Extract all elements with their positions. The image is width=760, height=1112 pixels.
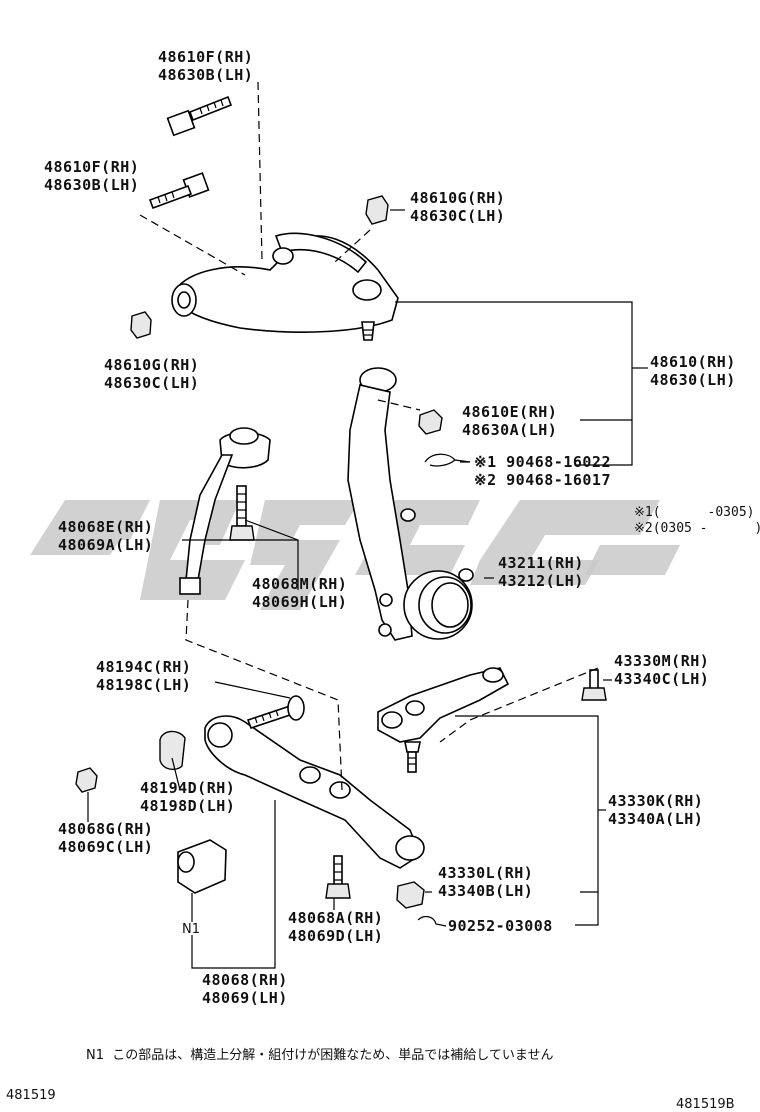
label-line: 48630(LH) [650,371,736,389]
strut-rod-part [179,427,271,595]
label-upper-bolt-top: 48610F(RH) 48630B(LH) [158,48,253,84]
label-line: 48630B(LH) [158,66,253,84]
label-line: 48068A(RH) [288,909,383,927]
bushing-part [177,839,227,894]
upper-bolt-left-part [148,172,210,210]
label-upper-nut-left: 48610G(RH) 48630C(LH) [104,356,199,392]
upper-arm-part [171,232,399,341]
label-line: 48069H(LH) [252,593,347,611]
upper-nut-right-part [365,195,389,225]
label-line: 43340A(LH) [608,810,703,828]
leader-lines [87,81,648,969]
label-line: 48198C(LH) [96,676,191,694]
label-line: 48610G(RH) [104,356,199,374]
code-right: 481519B [676,1097,735,1112]
label-ball-joint-bolt: 43330M(RH) 43340C(LH) [614,652,709,688]
label-line: 43212(LH) [498,572,584,590]
label-cam-plate: 48194D(RH) 48198D(LH) [140,779,235,815]
label-line: 48069D(LH) [288,927,383,945]
label-strut-bolt: 48068M(RH) 48069H(LH) [252,575,347,611]
label-pin-notes: ※1( -0305) ※2(0305 - ) [634,505,760,536]
label-strut-rod: 48068E(RH) 48069A(LH) [58,518,153,554]
label-line: 48194D(RH) [140,779,235,797]
cam-plate-part [159,730,186,771]
knuckle-part [347,367,474,641]
label-line: 48610E(RH) [462,403,557,421]
label-line: 43211(RH) [498,554,584,572]
label-lower-ball-joint: 43330K(RH) 43340A(LH) [608,792,703,828]
label-line: 43330L(RH) [438,864,533,882]
label-line: 43330M(RH) [614,652,709,670]
label-line: 48068(RH) [202,971,288,989]
label-line: 48069A(LH) [58,536,153,554]
label-upper-bolt-left: 48610F(RH) 48630B(LH) [44,158,139,194]
footnote: N1 この部品は、構造上分解・組付けが困難なため、単品では補給していません [86,1047,553,1063]
label-line: 48068E(RH) [58,518,153,536]
label-line: ※2(0305 - ) [634,521,760,536]
label-lower-arm-bolt: 48068A(RH) 48069D(LH) [288,909,383,945]
label-bushing-note: N1 [182,922,200,937]
upper-arm-nut-part [418,409,443,435]
label-line: 48630C(LH) [104,374,199,392]
label-lower-cotter: 90252-03008 [448,917,553,935]
ball-joint-bolt-part [581,669,607,701]
ball-joint-nut-part [396,881,425,909]
label-line: 48630C(LH) [410,207,505,225]
label-line: ※2 90468-16017 [474,471,611,489]
lower-arm-bolt-part [325,855,351,899]
label-line: 43340C(LH) [614,670,709,688]
lower-arm-part [204,715,425,869]
lower-ball-joint-part [377,667,510,773]
label-knuckle: 43211(RH) 43212(LH) [498,554,584,590]
label-line: 48068G(RH) [58,820,153,838]
label-upper-nut-right: 48610G(RH) 48630C(LH) [410,189,505,225]
code-left: 481519 [6,1088,56,1103]
label-line: 48194C(RH) [96,658,191,676]
label-lower-arm-assy: 48068(RH) 48069(LH) [202,971,288,1007]
label-line: 48069(LH) [202,989,288,1007]
label-line: 43340B(LH) [438,882,533,900]
lower-cotter-part [417,915,447,927]
label-upper-arm-nut: 48610E(RH) 48630A(LH) [462,403,557,439]
label-line: ※1( -0305) [634,505,754,520]
label-line: 48630B(LH) [44,176,139,194]
label-line: 48198D(LH) [140,797,235,815]
label-line: 48610(RH) [650,353,736,371]
label-cotter-pins: ※1 90468-16022 ※2 90468-16017 [474,453,611,489]
label-line: 48610F(RH) [44,158,139,176]
label-ball-joint-nut: 43330L(RH) 43340B(LH) [438,864,533,900]
label-line: 48610G(RH) [410,189,505,207]
label-upper-arm-assy: 48610(RH) 48630(LH) [650,353,736,389]
lower-nut-small-part [75,767,98,793]
label-line: 48630A(LH) [462,421,557,439]
lower-bolt-part [246,695,305,730]
label-lower-bolt: 48194C(RH) 48198C(LH) [96,658,191,694]
label-line: ※1 90468-16022 [474,453,611,471]
cotter-pin-part [424,453,471,467]
label-line: 48610F(RH) [158,48,253,66]
upper-bolt-top-part [166,95,233,137]
label-line: 43330K(RH) [608,792,703,810]
label-line: 48068M(RH) [252,575,347,593]
upper-nut-left-part [130,311,152,339]
label-lower-nut-small: 48068G(RH) 48069C(LH) [58,820,153,856]
label-line: 48069C(LH) [58,838,153,856]
